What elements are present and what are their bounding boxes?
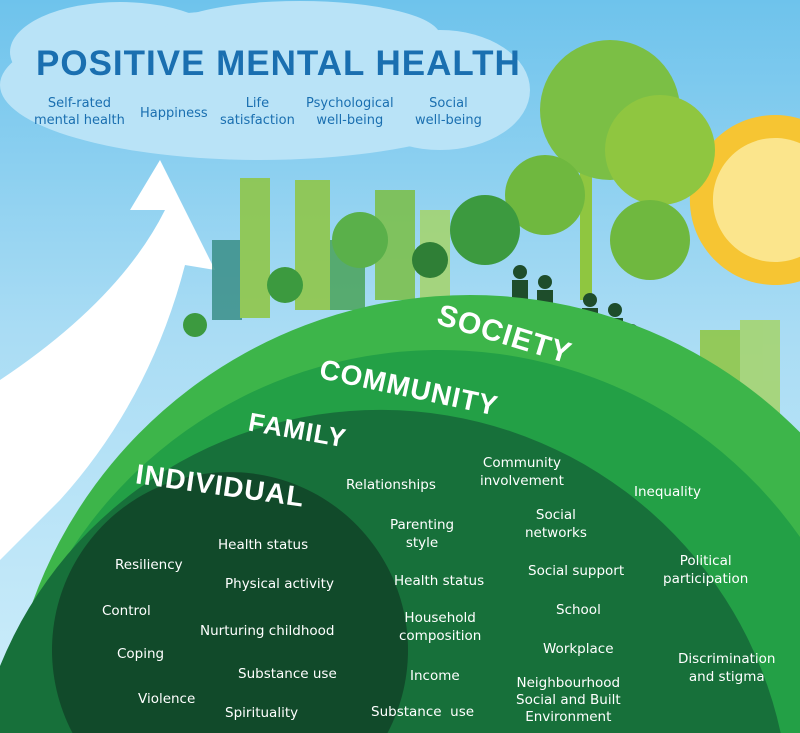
family-factor: Parenting style [390,517,455,552]
society-factor: Political participation [663,553,749,588]
cloud [0,1,530,160]
society-factor: Discrimination and stigma [678,651,776,686]
community-factor: School [556,602,601,618]
outcome-happiness: Happiness [140,106,208,121]
arrow [0,160,215,560]
individual-factor: Coping [117,646,165,662]
family-factor: Income [410,668,460,684]
sun-icon [689,115,800,286]
community-factor: Community involvement [480,455,564,490]
outcome-psychological: Psychological well-being [306,96,394,128]
community-factor: Social support [528,563,625,579]
family-factor: Substance use [371,704,475,720]
individual-factor: Violence [138,691,196,707]
trees [183,40,715,337]
individual-factor: Resiliency [115,557,183,573]
outcome-self-rated: Self-rated mental health [34,96,125,128]
individual-factor: Spirituality [225,705,299,721]
community-factor: Social networks [525,507,587,542]
community-factor: Neighbourhood Social and Built Environme… [516,675,621,725]
individual-factor: Health status [218,537,309,553]
family-factor: Household composition [399,610,482,645]
outcome-social: Social well-being [415,96,482,128]
page-title: POSITIVE MENTAL HEALTH [36,44,521,83]
individual-factor: Physical activity [225,576,334,592]
family-factor: Relationships [346,477,436,493]
outcome-life-satisfaction: Life satisfaction [220,96,295,128]
individual-circle [52,472,409,733]
individual-factor: Control [102,603,151,619]
individual-factor: Substance use [238,666,337,682]
individual-factor: Nurturing childhood [200,623,335,639]
society-factor: Inequality [634,484,702,500]
community-factor: Workplace [543,641,614,657]
family-factor: Health status [394,573,485,589]
